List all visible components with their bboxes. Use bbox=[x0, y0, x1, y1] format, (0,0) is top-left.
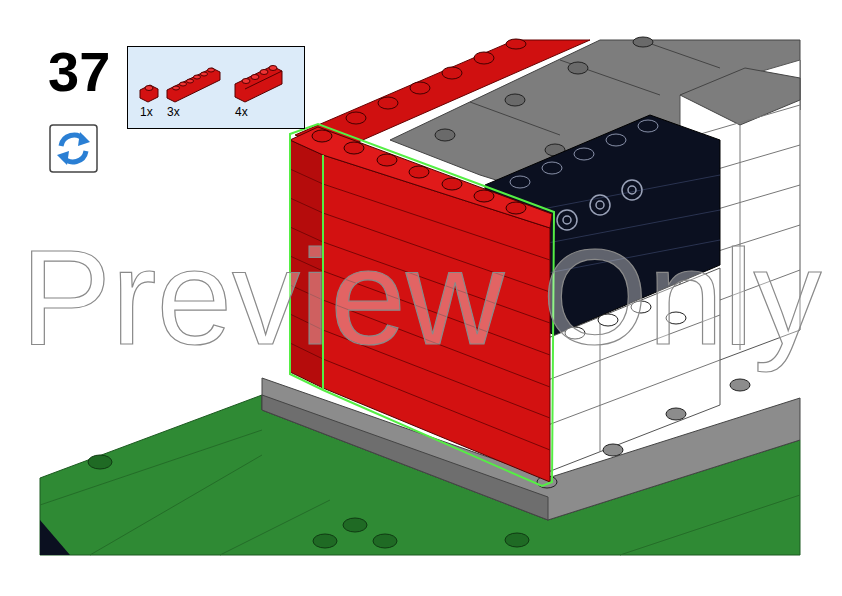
rotate-icon bbox=[50, 125, 97, 172]
step-number: 37 bbox=[48, 44, 110, 100]
watermark: Preview Only bbox=[20, 229, 821, 365]
part-icons bbox=[140, 66, 282, 103]
dark-corner bbox=[40, 520, 70, 555]
strip-studs bbox=[537, 379, 750, 488]
tower-top bbox=[680, 68, 800, 125]
part-count: 1x bbox=[140, 105, 153, 119]
red-back-studs bbox=[346, 39, 526, 124]
red-back-row bbox=[295, 40, 590, 150]
red-wall-studs bbox=[312, 130, 526, 214]
part-count: 4x bbox=[235, 105, 248, 119]
part-count: 3x bbox=[167, 105, 180, 119]
red-wall-top bbox=[290, 127, 552, 228]
technic-holes bbox=[557, 180, 642, 230]
parts-callout-box: 1x 3x 4x bbox=[127, 46, 305, 129]
black-studs bbox=[510, 120, 658, 188]
parts-box-fill bbox=[127, 46, 305, 129]
